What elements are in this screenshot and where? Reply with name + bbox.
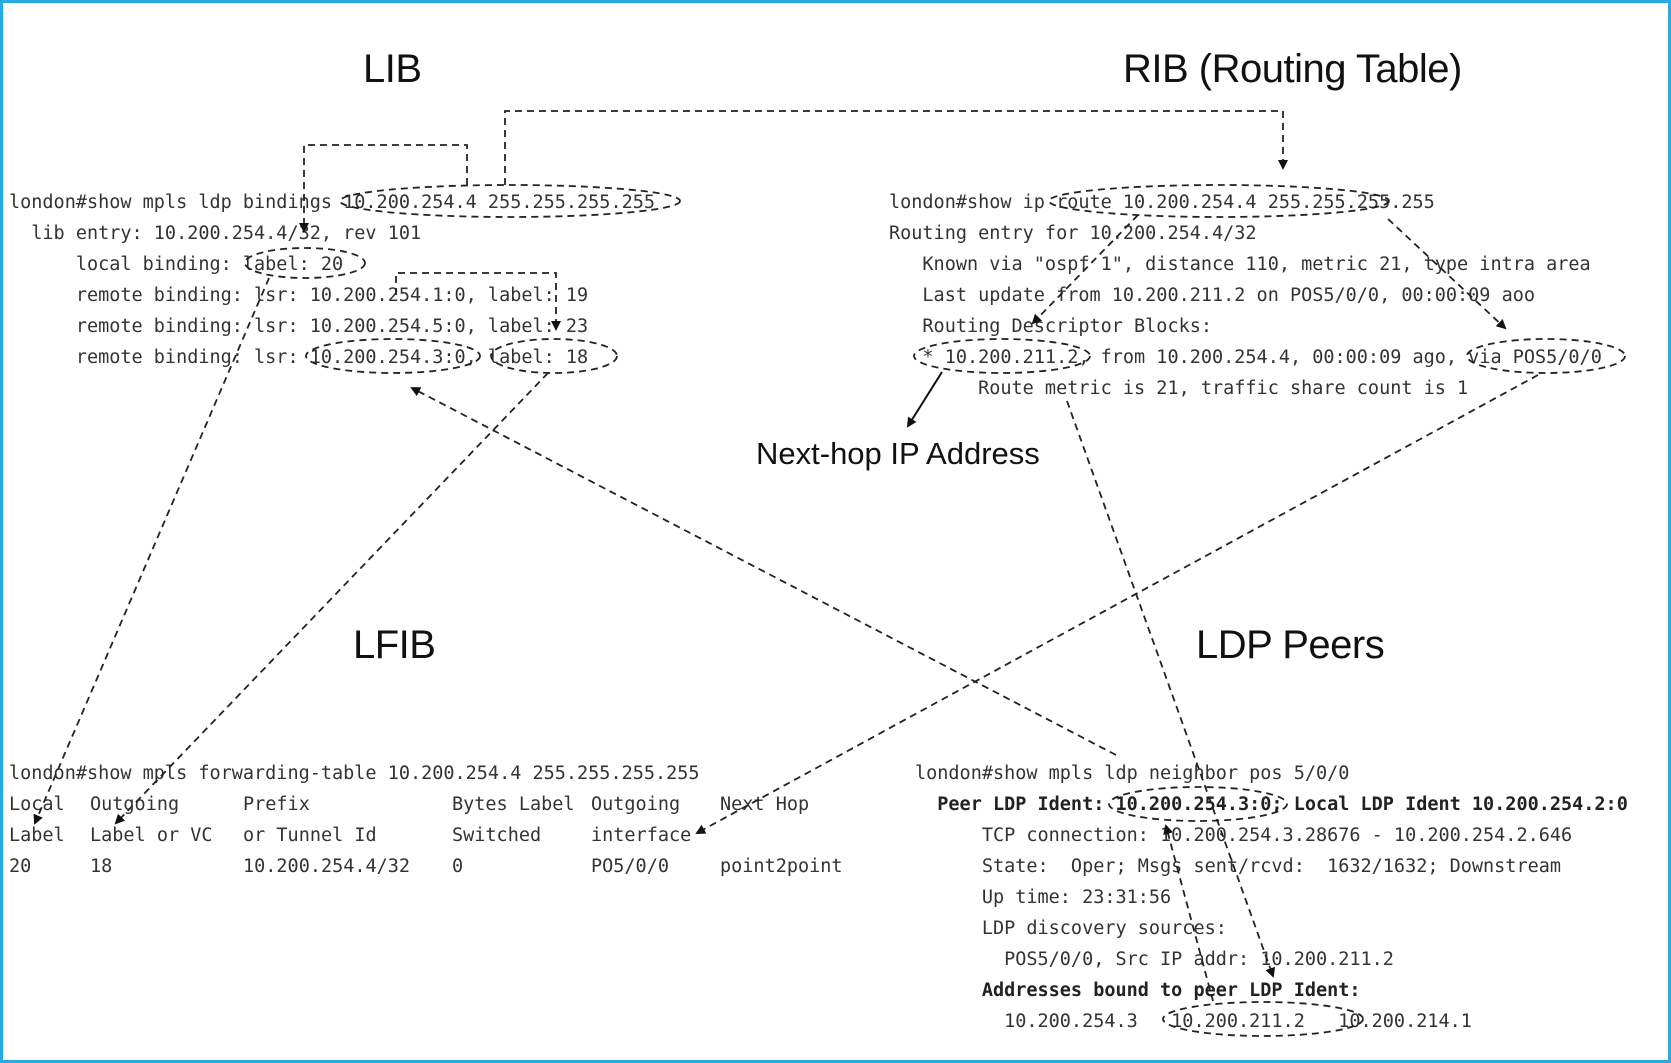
lfib-header-cell: interface: [591, 825, 692, 846]
lib-to-rib-bracket: [504, 110, 1288, 185]
lfib-row-cell: point2point: [720, 856, 843, 877]
lfib-heading: LFIB: [353, 623, 436, 667]
lfib-row-cell: 20: [9, 856, 32, 877]
lfib-header-cell: Next Hop: [720, 794, 810, 815]
lfib-header-cell: Outgoing: [90, 794, 180, 815]
lib-line: lib entry: 10.200.254.4/32, rev 101: [9, 223, 422, 244]
rib-prefix-to-via-arrow: [1387, 218, 1507, 330]
lib-line: local binding: label: 20: [9, 254, 344, 275]
next-hop-to-bound-address-arrow: [1066, 400, 1276, 978]
lfib-command-line: london#show mpls forwarding-table 10.200…: [9, 763, 700, 784]
rib-heading: RIB (Routing Table): [1123, 47, 1462, 91]
ldp-line: Addresses bound to peer LDP Ident:: [915, 980, 1361, 1001]
next-hop-label-arrow: [906, 371, 943, 428]
lfib-header-cell: Switched: [452, 825, 542, 846]
local-label-to-lfib-arrow: [33, 277, 270, 825]
lsr-ellipse: [305, 338, 481, 374]
rib-prefix-to-entry-arrow: [1031, 214, 1139, 325]
lib-heading: LIB: [363, 47, 422, 91]
ldp-line: POS5/0/0, Src IP addr: 10.200.211.2: [915, 949, 1394, 970]
remote-label-ellipse: [490, 338, 618, 374]
remote-binding-bracket: [395, 272, 561, 331]
bound-address-ellipse: [1162, 1001, 1364, 1037]
ldp-peers-heading: LDP Peers: [1196, 623, 1385, 667]
ldp-line: london#show mpls ldp neighbor pos 5/0/0: [915, 763, 1350, 784]
lfib-row-cell: 18: [90, 856, 113, 877]
lib-line: remote binding: lsr: 10.200.254.3:0, lab…: [9, 347, 589, 368]
lfib-header-cell: Bytes Label: [452, 794, 575, 815]
rib-line: Last update from 10.200.211.2 on POS5/0/…: [889, 285, 1536, 306]
rib-line: * 10.200.211.2, from 10.200.254.4, 00:00…: [889, 347, 1602, 368]
via-interface-to-lfib-arrow: [695, 374, 1539, 834]
ldp-line: Up time: 23:31:56: [915, 887, 1172, 908]
remote-label-to-lfib-arrow: [114, 372, 549, 825]
lfib-row-cell: 10.200.254.4/32: [243, 856, 411, 877]
peer-ident-to-lsr-arrow: [410, 387, 1117, 756]
lfib-header-cell: Outgoing: [591, 794, 681, 815]
rib-line: Routing entry for 10.200.254.4/32: [889, 223, 1257, 244]
peer-ident-ellipse: [1108, 786, 1288, 822]
lfib-header-cell: Label or VC: [90, 825, 213, 846]
prefix-ellipse-rib: [1048, 184, 1390, 218]
lib-entry-bracket: [299, 144, 468, 233]
lib-line: remote binding: lsr: 10.200.254.5:0, lab…: [9, 316, 589, 337]
local-label-ellipse: [244, 247, 366, 279]
ldp-line: 10.200.254.3 10.200.211.2 10.200.214.1: [915, 1011, 1472, 1032]
lfib-header-cell: Label: [9, 825, 65, 846]
lib-line: remote binding: lsr: 10.200.254.1:0, lab…: [9, 285, 589, 306]
lib-line: london#show mpls ldp bindings 10.200.254…: [9, 192, 656, 213]
lfib-row-cell: PO5/0/0: [591, 856, 669, 877]
ldp-line: TCP connection: 10.200.254.3.28676 - 10.…: [915, 825, 1573, 846]
next-hop-ellipse: [913, 338, 1091, 374]
ldp-line: State: Oper; Msgs sent/rcvd: 1632/1632; …: [915, 856, 1562, 877]
bound-address-to-peer-ident-arrow: [1163, 824, 1214, 1002]
rib-line: london#show ip route 10.200.254.4 255.25…: [889, 192, 1435, 213]
via-interface-ellipse: [1466, 338, 1626, 374]
rib-line: Known via "ospf 1", distance 110, metric…: [889, 254, 1591, 275]
lfib-header-cell: Prefix: [243, 794, 310, 815]
lfib-row-cell: 0: [452, 856, 464, 877]
rib-line: Route metric is 21, traffic share count …: [889, 378, 1469, 399]
connector-overlay: [33, 110, 1626, 1037]
lfib-header-cell: Local: [9, 794, 65, 815]
ldp-line: Peer LDP Ident: 10.200.254.3:0; Local LD…: [915, 794, 1628, 815]
lfib-header-cell: or Tunnel Id: [243, 825, 377, 846]
prefix-ellipse-lib: [339, 184, 681, 218]
next-hop-label: Next-hop IP Address: [756, 436, 1040, 471]
ldp-line: LDP discovery sources:: [915, 918, 1227, 939]
